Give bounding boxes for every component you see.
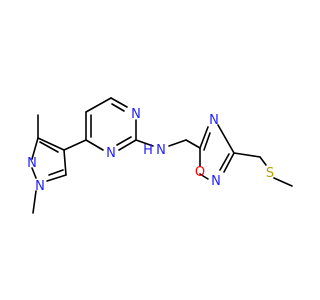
bond bbox=[199, 126, 209, 149]
atom-n-pyrimidine-3: N bbox=[131, 107, 141, 122]
atom-n-pyrazole-1: N bbox=[35, 179, 45, 194]
atom-n-oxadiazole-2: N bbox=[211, 174, 221, 189]
bond bbox=[217, 124, 235, 154]
bond bbox=[31, 137, 39, 160]
bond bbox=[46, 174, 67, 182]
bond bbox=[118, 139, 137, 151]
bond bbox=[85, 97, 112, 113]
bond bbox=[37, 137, 65, 151]
atom-n-pyrimidine-1: N bbox=[106, 146, 116, 161]
bond bbox=[32, 190, 37, 214]
structure-diagram: N N N N N H N O N S bbox=[27, 97, 293, 214]
bond bbox=[110, 97, 128, 108]
bond bbox=[223, 152, 235, 173]
bond bbox=[39, 141, 59, 153]
bond bbox=[116, 136, 132, 146]
bond bbox=[85, 139, 104, 151]
atom-n-pyrazole-2: N bbox=[27, 156, 37, 171]
bond bbox=[63, 149, 67, 176]
bond bbox=[233, 152, 261, 158]
atom-n-amine: N bbox=[156, 143, 166, 158]
bond bbox=[168, 139, 187, 147]
molecule-canvas: N N N N N H N O N S bbox=[27, 97, 293, 214]
bond bbox=[31, 167, 37, 179]
bond bbox=[63, 139, 87, 151]
bond bbox=[199, 173, 209, 180]
atom-o-oxadiazole: O bbox=[195, 165, 205, 180]
atom-s-thioether: S bbox=[266, 166, 274, 181]
bond bbox=[219, 153, 230, 171]
bond bbox=[273, 177, 293, 187]
atom-n-oxadiazole-4: N bbox=[209, 113, 219, 128]
bond bbox=[203, 132, 211, 151]
bond bbox=[135, 139, 154, 147]
bond bbox=[48, 169, 64, 176]
bond bbox=[185, 139, 201, 149]
atom-h-amine: H bbox=[143, 143, 153, 158]
bond bbox=[111, 103, 125, 112]
bond bbox=[259, 156, 267, 166]
